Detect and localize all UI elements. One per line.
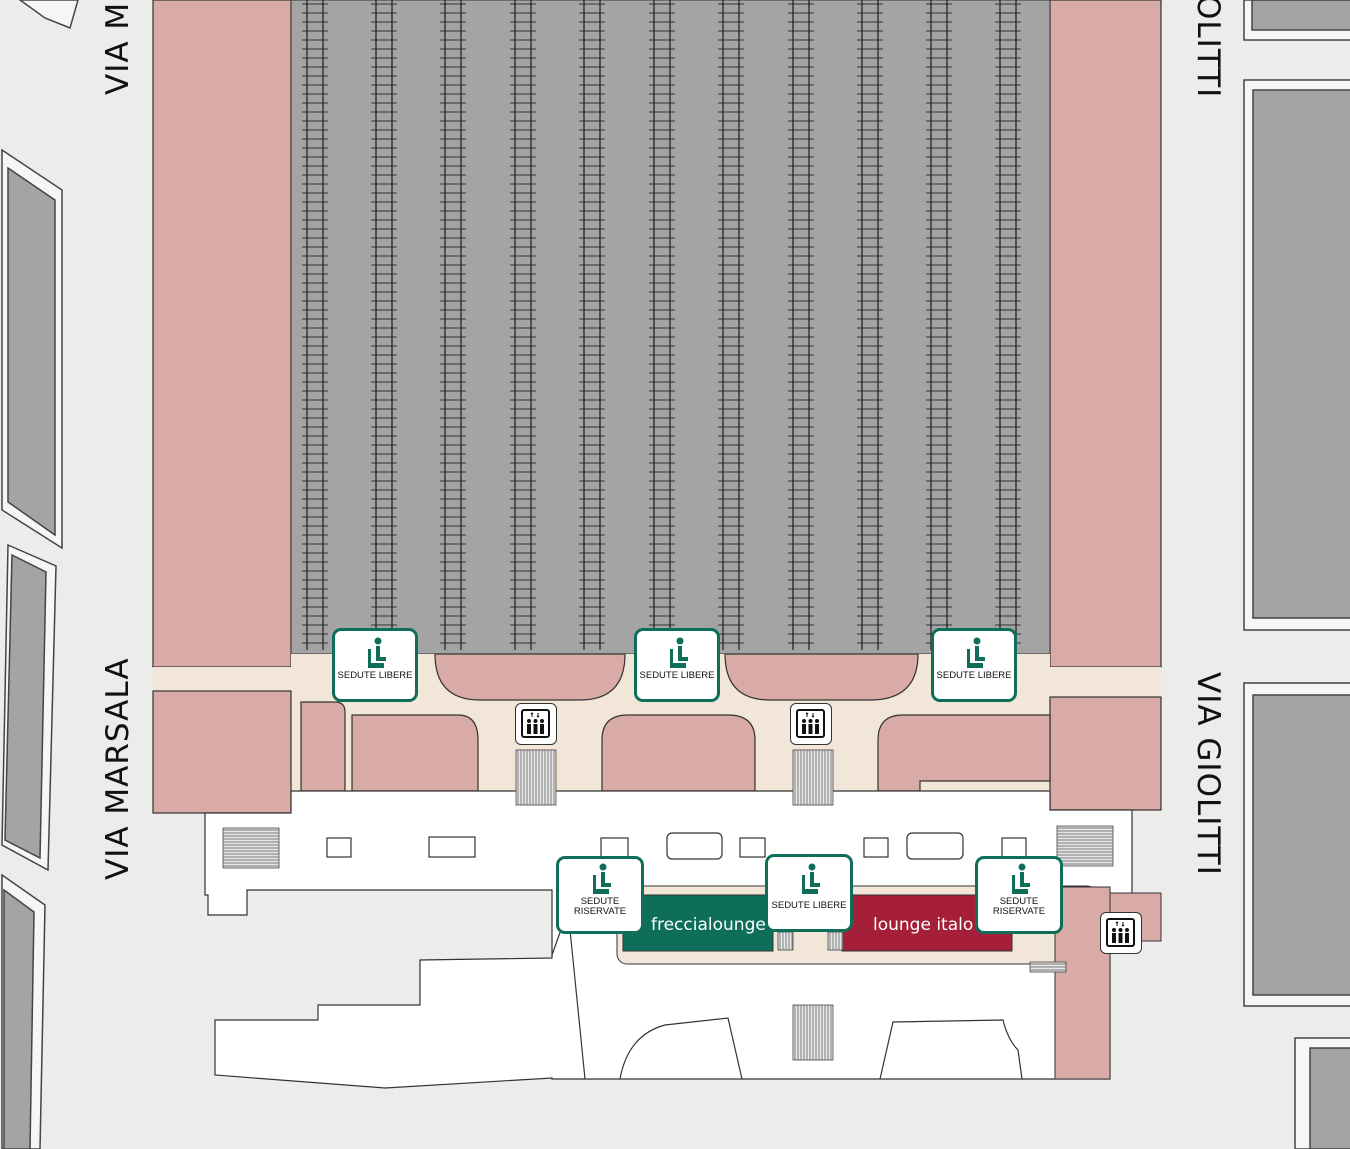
seated-person-icon: [593, 863, 611, 894]
seating-sign-free-1[interactable]: SEDUTE LIBERE: [332, 628, 418, 702]
seating-sign-label: SEDUTE LIBERE: [337, 670, 413, 681]
seating-sign-label: SEDUTE LIBERE: [771, 900, 847, 911]
street-via-marsala: VIA MARSALA: [100, 657, 136, 880]
seated-person-icon: [368, 637, 386, 668]
seating-sign-label: SEDUTE LIBERE: [936, 670, 1012, 681]
seating-sign-reserved-2[interactable]: SEDUTE RISERVATE: [975, 856, 1063, 934]
escalators: [222, 749, 1114, 1061]
street-via-giolitti: VIA GIOLITTI: [1190, 672, 1226, 876]
railway-tracks: [302, 0, 1021, 650]
seated-person-icon: [670, 637, 688, 668]
left-blocks: [1, 0, 79, 1149]
seating-sign-label: SEDUTE RISERVATE: [992, 896, 1046, 917]
elevator-icon[interactable]: [515, 703, 557, 745]
street-via-marsala-top: VIA M: [100, 1, 136, 95]
seating-sign-label: SEDUTE LIBERE: [639, 670, 715, 681]
lounge-italo-label: lounge italo: [873, 915, 974, 935]
kiosks: [326, 832, 1027, 860]
street-via-giolitti-top: OLITTI: [1190, 0, 1226, 99]
seated-person-icon: [967, 637, 985, 668]
seating-sign-free-3[interactable]: SEDUTE LIBERE: [931, 628, 1017, 702]
seating-sign-label: SEDUTE RISERVATE: [573, 896, 627, 917]
seating-sign-reserved-1[interactable]: SEDUTE RISERVATE: [556, 856, 644, 934]
seated-person-icon: [1012, 863, 1030, 894]
elevator-icon[interactable]: [790, 703, 832, 745]
seated-person-icon: [802, 863, 820, 894]
elevator-icon[interactable]: [1100, 912, 1142, 954]
east-wing: [1049, 0, 1162, 668]
freccialounge-area[interactable]: [622, 894, 774, 952]
seating-sign-free-4[interactable]: SEDUTE LIBERE: [765, 854, 853, 932]
seating-sign-free-2[interactable]: SEDUTE LIBERE: [634, 628, 720, 702]
freccialounge-label: freccialounge: [651, 915, 766, 935]
west-wing: [152, 0, 292, 668]
right-blocks: [1243, 0, 1350, 1149]
